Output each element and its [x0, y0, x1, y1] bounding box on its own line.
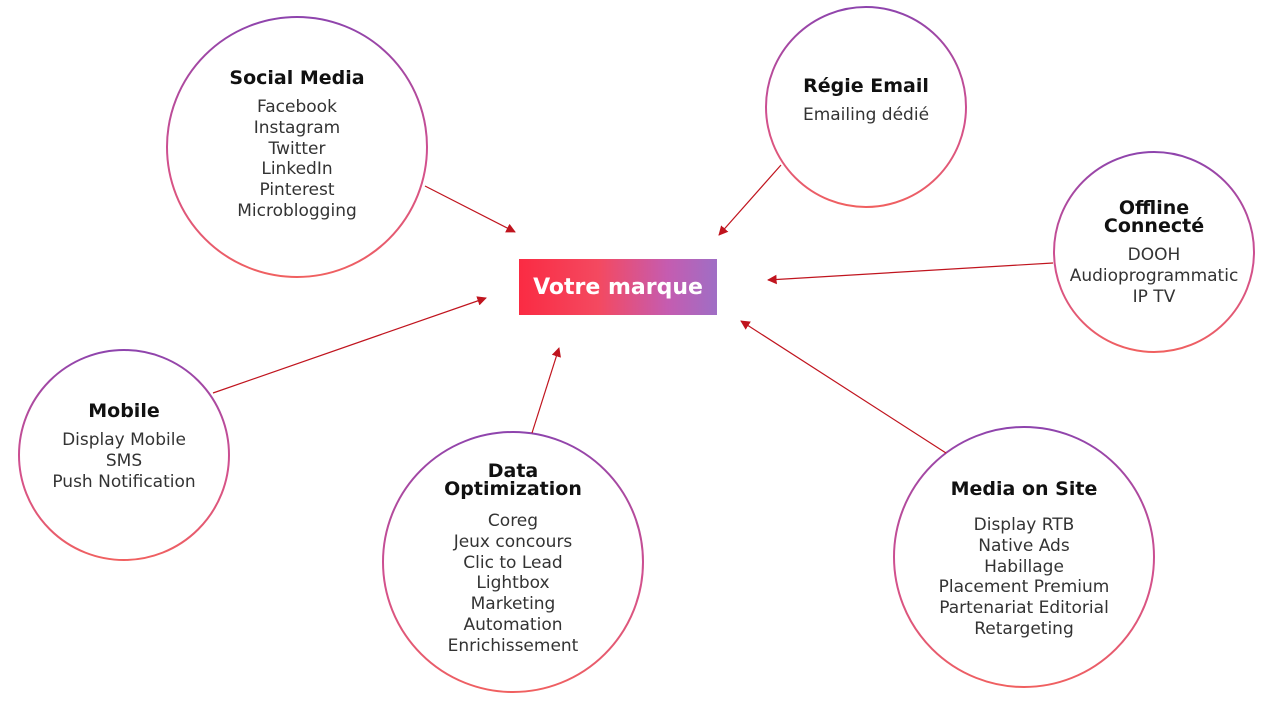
mobile-title: Mobile [88, 400, 160, 422]
social-media-circle [166, 16, 428, 278]
mobile-node: Mobile Display Mobile SMS Push Notificat… [29, 402, 219, 492]
mobile-circle [18, 349, 230, 561]
media-on-site-title: Media on Site [950, 478, 1098, 500]
regie-email-items: Emailing dédié [803, 105, 929, 126]
data-optimization-item: Marketing [470, 594, 556, 615]
media-on-site-items: Display RTB Native Ads Habillage Placeme… [939, 515, 1110, 640]
media-on-site-node: Media on Site Display RTB Native Ads Hab… [909, 480, 1139, 640]
regie-email-item: Emailing dédié [802, 105, 930, 125]
social-media-node: Social Media Facebook Instagram Twitter … [187, 69, 407, 222]
media-on-site-item: Retargeting [974, 618, 1074, 639]
social-media-item: Facebook [257, 97, 337, 117]
regie-email-circle [765, 6, 967, 208]
social-media-item: Twitter [268, 138, 326, 159]
social-media-title: Social Media [229, 67, 365, 89]
arrow-regie-email [718, 164, 782, 236]
offline-connecte-item: IP TV [1132, 286, 1176, 307]
mobile-item: Display Mobile [62, 430, 186, 450]
data-optimization-title: Data Optimization [444, 460, 582, 500]
media-on-site-item: Placement Premium [938, 577, 1110, 598]
arrow-mobile [212, 296, 487, 394]
data-optimization-item: Lightbox [476, 573, 550, 594]
social-media-item: LinkedIn [261, 159, 333, 180]
media-on-site-circle [893, 426, 1155, 688]
social-media-item: Microblogging [237, 200, 357, 221]
media-on-site-item: Display RTB [973, 515, 1075, 535]
data-optimization-item: Enrichissement [447, 635, 579, 656]
offline-connecte-node: Offline Connecté DOOH Audioprogrammatic … [1059, 199, 1249, 307]
offline-connecte-items: DOOH Audioprogrammatic IP TV [1070, 245, 1239, 307]
data-optimization-item: Clic to Lead [463, 552, 563, 573]
arrow-offline-connecte [767, 262, 1054, 285]
media-on-site-item: Habillage [984, 556, 1064, 577]
regie-email-title: Régie Email [803, 75, 929, 97]
social-media-items: Facebook Instagram Twitter LinkedIn Pint… [237, 97, 357, 222]
media-on-site-item: Native Ads [978, 535, 1070, 556]
offline-connecte-item: Audioprogrammatic [1069, 265, 1239, 286]
center-brand-label: Votre marque [533, 274, 703, 300]
offline-connecte-title: Offline Connecté [1103, 197, 1205, 237]
arrow-data-optimization [531, 347, 561, 434]
data-optimization-circle [382, 431, 644, 693]
mobile-items: Display Mobile SMS Push Notification [52, 430, 195, 492]
data-optimization-items: Coreg Jeux concours Clic to Lead Lightbo… [448, 511, 579, 657]
offline-connecte-circle [1053, 151, 1255, 353]
center-brand-box: Votre marque [519, 259, 717, 315]
mobile-item: Push Notification [52, 471, 196, 492]
arrow-social-media [424, 185, 516, 233]
data-optimization-item: Coreg [487, 511, 539, 531]
data-optimization-node: Data Optimization Coreg Jeux concours Cl… [403, 462, 623, 657]
regie-email-node: Régie Email Emailing dédié [776, 77, 956, 126]
mobile-item: SMS [105, 450, 143, 471]
social-media-item: Pinterest [259, 180, 335, 201]
data-optimization-item: Jeux concours [453, 531, 573, 552]
data-optimization-item: Automation [463, 614, 563, 635]
arrow-media-on-site [740, 320, 947, 454]
media-on-site-item: Partenariat Editorial [939, 598, 1109, 619]
offline-connecte-item: DOOH [1127, 245, 1181, 265]
social-media-item: Instagram [253, 117, 341, 138]
